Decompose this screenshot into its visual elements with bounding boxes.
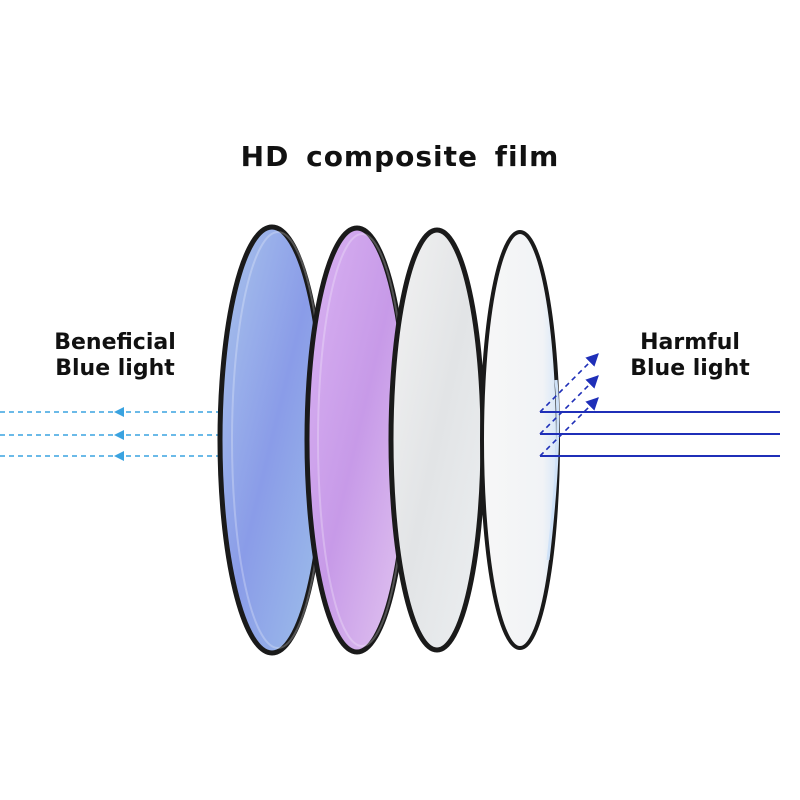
harmful-reflect-2 xyxy=(539,375,599,435)
lens-4-white xyxy=(480,230,560,650)
harmful-reflect-1 xyxy=(539,353,599,413)
harmful-reflect-3 xyxy=(539,397,599,457)
beneficial-arrowhead-3 xyxy=(114,451,124,461)
beneficial-arrowhead-2 xyxy=(114,430,124,440)
harmful-blue-light-label: Harmful Blue light xyxy=(610,330,770,382)
lens-1-blue xyxy=(217,224,327,656)
harmful-label-line2: Blue light xyxy=(630,356,750,381)
beneficial-label-line2: Blue light xyxy=(55,356,175,381)
diagram-title: HD composite film xyxy=(240,140,560,173)
harmful-arrows xyxy=(539,353,780,457)
beneficial-blue-light-label: Beneficial Blue light xyxy=(40,330,190,382)
lens-3-grey xyxy=(388,227,486,653)
beneficial-label-line1: Beneficial xyxy=(54,330,176,355)
harmful-label-line1: Harmful xyxy=(640,330,740,355)
beneficial-arrowhead-1 xyxy=(114,407,124,417)
beneficial-arrows xyxy=(0,407,230,461)
